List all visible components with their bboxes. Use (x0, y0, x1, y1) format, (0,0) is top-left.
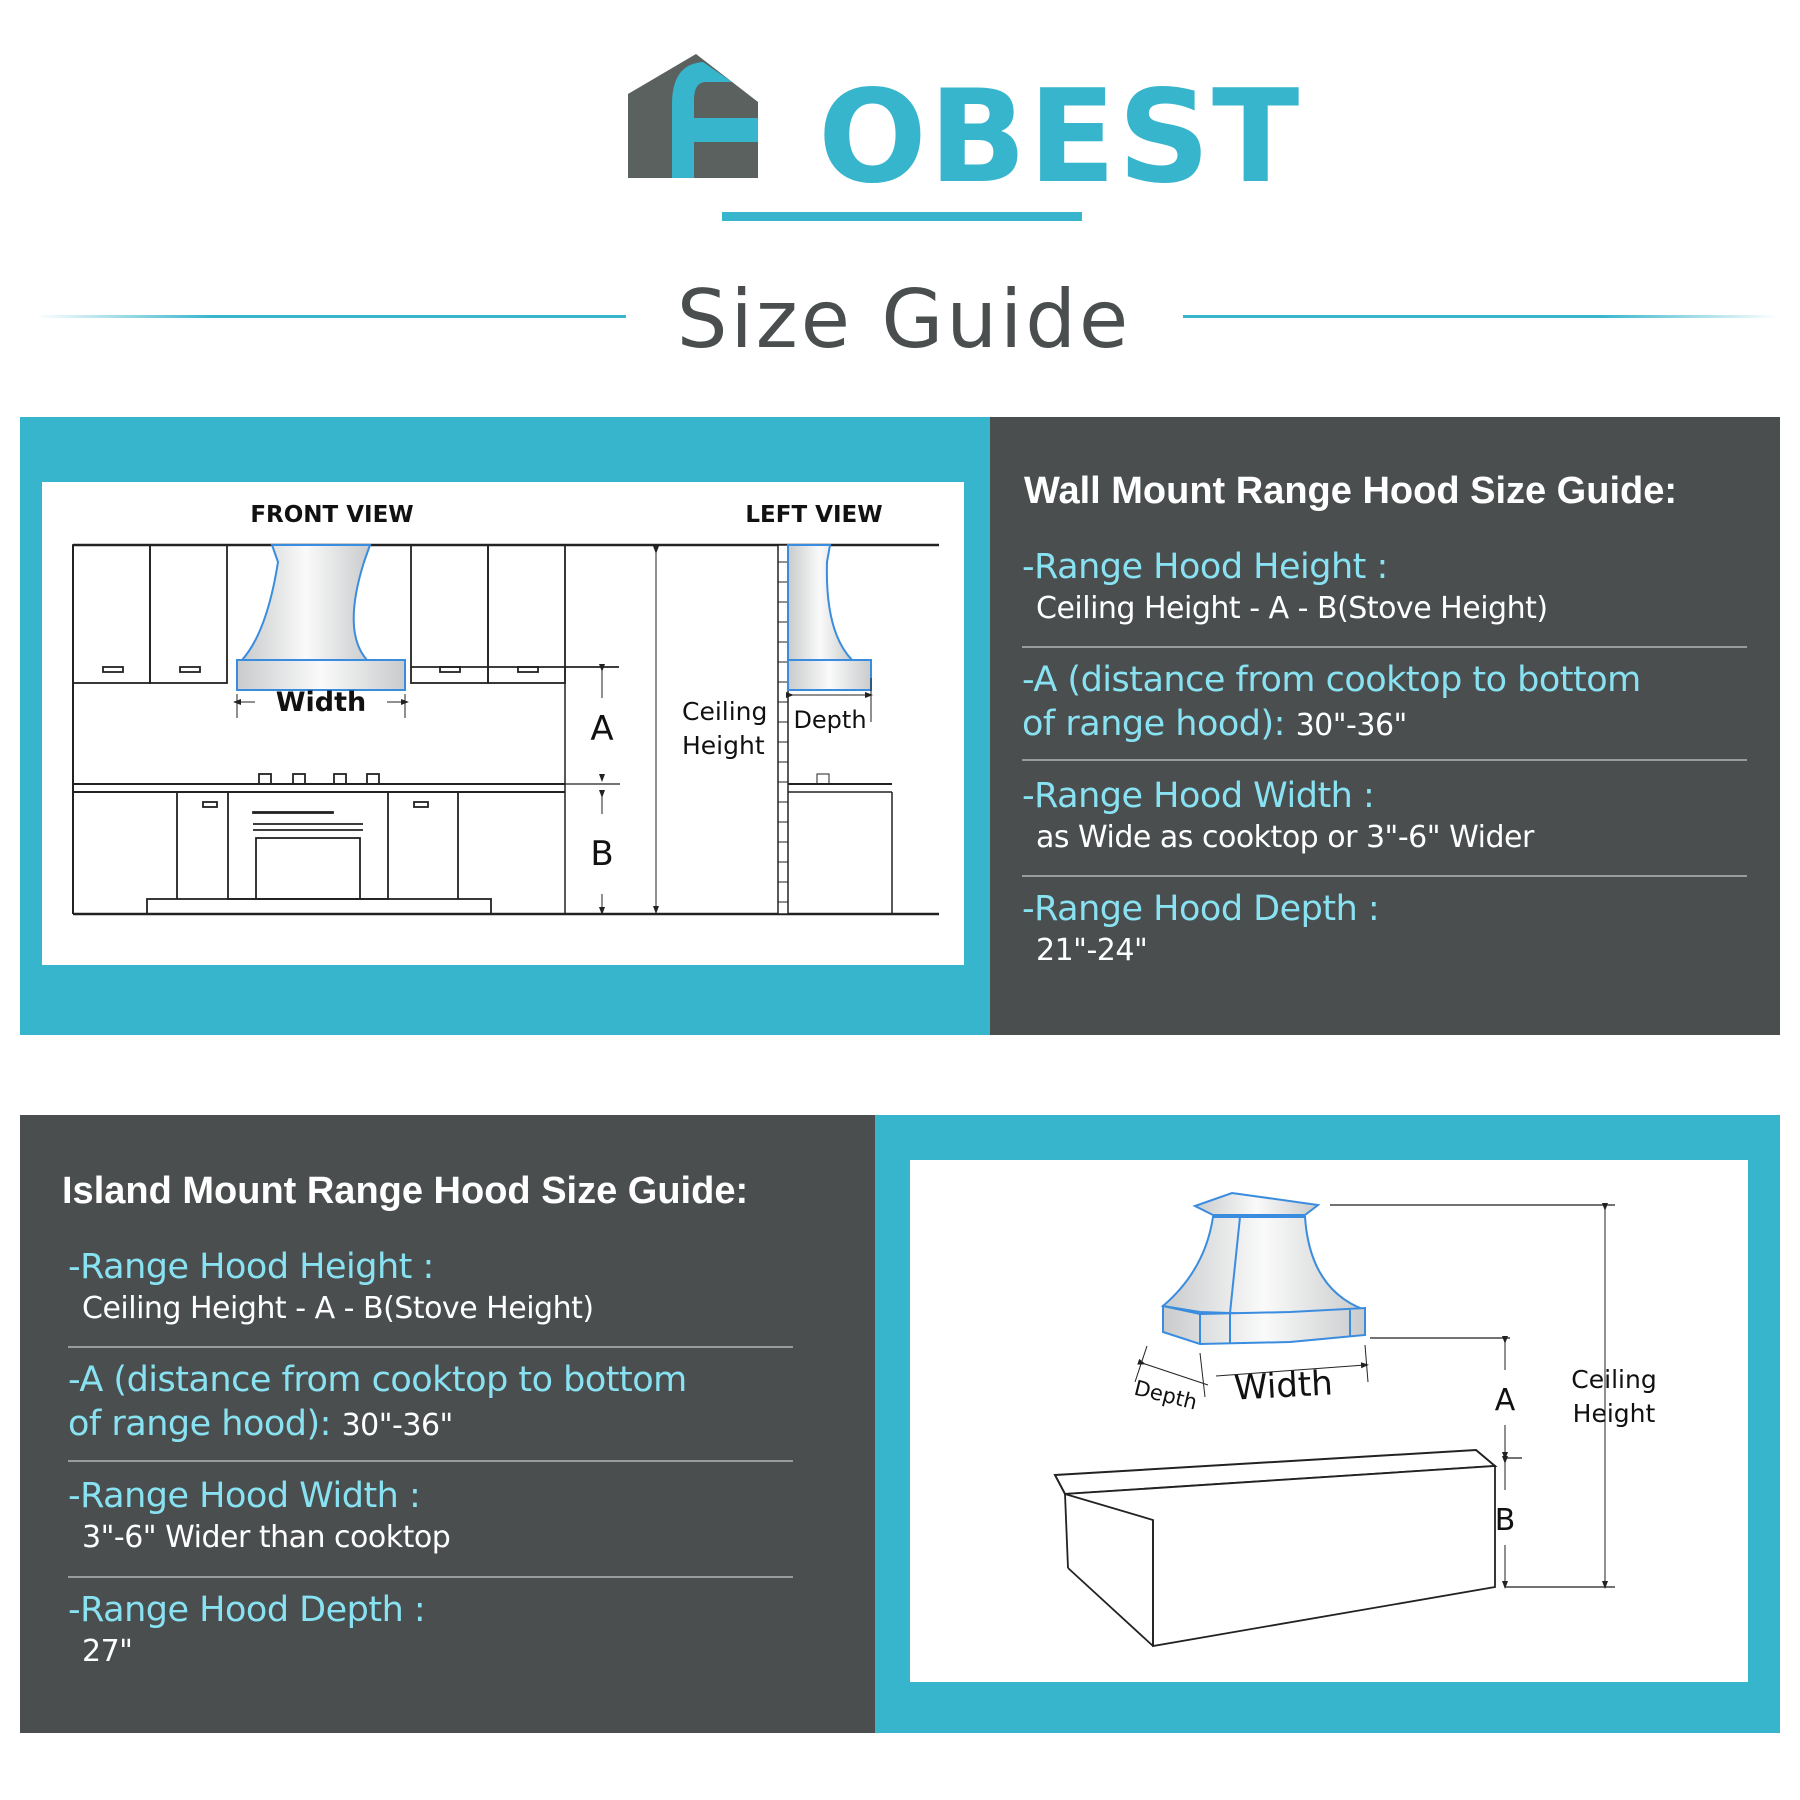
divider (1022, 646, 1747, 648)
svg-text:Width: Width (276, 687, 367, 718)
svg-text:Ceiling: Ceiling (682, 697, 767, 726)
island-guide-title: Island Mount Range Hood Size Guide: (62, 1170, 749, 1212)
svg-text:Depth: Depth (793, 706, 866, 734)
svg-text:Height: Height (1573, 1399, 1656, 1428)
item-value: as Wide as cooktop or 3"-6" Wider (1036, 820, 1534, 855)
wall-guide-title: Wall Mount Range Hood Size Guide: (1024, 470, 1678, 512)
item-label: -Range Hood Width : (1022, 776, 1375, 816)
item-value: 30"-36" (341, 1408, 454, 1443)
island-item-width: -Range Hood Width : 3"-6" Wider than coo… (68, 1474, 451, 1558)
divider (1022, 875, 1747, 877)
island-item-depth: -Range Hood Depth : 27" (68, 1588, 426, 1672)
divider (68, 1576, 793, 1578)
divider (1022, 759, 1747, 761)
island-item-height: -Range Hood Height : Ceiling Height - A … (68, 1245, 594, 1329)
svg-text:A: A (590, 709, 613, 749)
page-title: Size Guide (676, 273, 1132, 366)
wall-info-panel (990, 417, 1780, 1035)
item-label: -Range Hood Width : (68, 1476, 421, 1516)
svg-text:B: B (1495, 1503, 1516, 1538)
brand-logo: OBEST (628, 54, 1299, 202)
island-info-panel (20, 1115, 875, 1733)
wall-item-width: -Range Hood Width : as Wide as cooktop o… (1022, 774, 1534, 858)
title-rule-left (36, 315, 626, 318)
item-label: -Range Hood Height : (1022, 547, 1388, 587)
island-mount-diagram: Width Depth A B Ceiling Height (1053, 1191, 1657, 1648)
item-label: -A (distance from cooktop to bottom (1022, 660, 1641, 700)
logo-underline (722, 212, 1082, 221)
svg-text:Height: Height (682, 731, 765, 760)
house-icon (628, 54, 758, 178)
item-label: -Range Hood Depth : (1022, 889, 1380, 929)
item-value: Ceiling Height - A - B(Stove Height) (1036, 591, 1548, 626)
island-diagram: Width Depth A B Ceiling Height (910, 1160, 1748, 1682)
wall-item-depth: -Range Hood Depth : 21"-24" (1022, 887, 1380, 971)
svg-text:A: A (1495, 1383, 1516, 1418)
item-value: 3"-6" Wider than cooktop (82, 1520, 451, 1555)
svg-text:Ceiling: Ceiling (1571, 1365, 1656, 1394)
svg-text:LEFT VIEW: LEFT VIEW (745, 502, 882, 528)
wall-item-a-distance: -A (distance from cooktop to bottom of r… (1022, 658, 1641, 748)
item-value: 30"-36" (1295, 708, 1408, 743)
item-value: 27" (82, 1634, 133, 1669)
title-rule-right (1183, 315, 1778, 318)
divider (68, 1346, 793, 1348)
item-label: of range hood): (68, 1404, 331, 1444)
divider (68, 1460, 793, 1462)
island-item-a-distance: -A (distance from cooktop to bottom of r… (68, 1358, 687, 1448)
brand-name: OBEST (818, 63, 1302, 212)
item-label: -Range Hood Depth : (68, 1590, 426, 1630)
wall-mount-diagram: FRONT VIEW LEFT VIEW Width (72, 502, 939, 916)
item-value: 21"-24" (1036, 933, 1148, 968)
svg-text:Depth: Depth (1132, 1376, 1200, 1415)
svg-text:Width: Width (1233, 1363, 1334, 1408)
item-label: -Range Hood Height : (68, 1247, 434, 1287)
item-value: Ceiling Height - A - B(Stove Height) (82, 1291, 594, 1326)
svg-text:B: B (590, 834, 613, 874)
item-label: -A (distance from cooktop to bottom (68, 1360, 687, 1400)
item-label: of range hood): (1022, 704, 1285, 744)
svg-text:FRONT VIEW: FRONT VIEW (250, 502, 413, 528)
wall-item-height: -Range Hood Height : Ceiling Height - A … (1022, 545, 1548, 629)
wall-diagram: FRONT VIEW LEFT VIEW Width (42, 482, 964, 965)
